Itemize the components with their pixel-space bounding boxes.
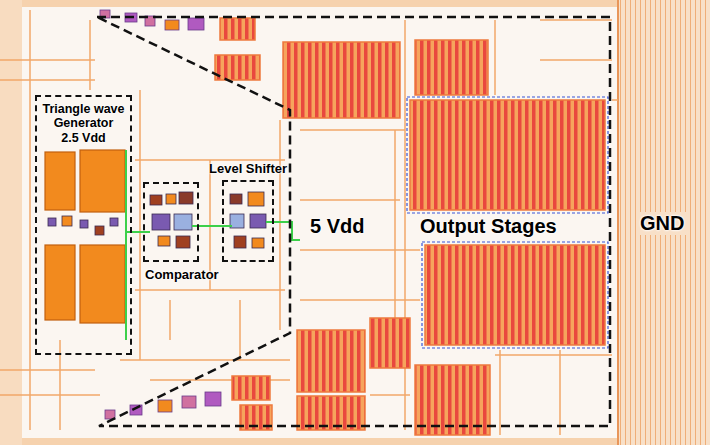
capacitor-block	[80, 150, 125, 212]
metal-wiring	[0, 59, 95, 61]
block-outline: Triangle wave Generator2.5 Vdd	[35, 95, 132, 355]
circuit-devices	[110, 218, 118, 226]
signal-wire	[126, 231, 150, 233]
metal-wiring	[0, 79, 95, 81]
circuit-devices	[234, 236, 246, 248]
block-title: 5 Vdd	[307, 215, 367, 238]
transistor-array	[415, 365, 490, 435]
metal-wiring	[300, 299, 420, 301]
transistor-array	[425, 245, 605, 345]
metal-wiring	[540, 19, 612, 21]
metal-wiring	[0, 369, 95, 371]
transistor-array	[215, 18, 605, 435]
ground	[0, 0, 710, 7]
transistor-array	[415, 40, 488, 95]
circuit-devices	[252, 238, 264, 248]
circuit-devices	[48, 192, 266, 248]
circuit-devices	[150, 195, 162, 205]
guard-ring	[407, 97, 608, 213]
metal-wiring	[495, 354, 612, 356]
circuit-devices	[230, 214, 244, 228]
metal-wiring	[29, 10, 31, 430]
transistor-array	[232, 376, 270, 400]
circuit-devices	[230, 194, 242, 204]
circuit-devices	[95, 226, 104, 235]
transistor-array	[297, 330, 365, 392]
block-title: Comparator	[145, 268, 219, 283]
capacitor-block	[45, 150, 125, 323]
circuit-devices	[158, 236, 170, 246]
metal-wiring	[89, 20, 91, 90]
metal-wiring	[0, 10, 618, 435]
ground	[0, 438, 710, 445]
guard-ring	[407, 97, 608, 348]
metal-wiring	[169, 300, 171, 340]
metal-wiring	[0, 394, 100, 396]
capacitor-block	[80, 245, 125, 323]
signal-wire	[266, 222, 300, 240]
metal-wiring	[394, 130, 396, 320]
circuit-devices	[48, 218, 56, 226]
metal-wiring	[499, 350, 501, 435]
block-title: Triangle wave Generator	[37, 102, 130, 131]
circuit-devices	[152, 214, 170, 230]
transistor-array	[215, 55, 260, 80]
metal-wiring	[370, 394, 410, 396]
metal-wiring	[300, 249, 420, 251]
metal-wiring	[300, 199, 400, 201]
metal-wiring	[494, 20, 496, 95]
block-outline: Level Shifter	[222, 180, 274, 262]
block-label: Output Stages	[417, 215, 560, 238]
capacitor-block	[45, 152, 75, 210]
metal-wiring	[120, 359, 290, 361]
circuit-devices	[176, 236, 190, 248]
transistor-array	[283, 42, 400, 118]
ground	[617, 0, 619, 445]
small-devices	[188, 18, 204, 30]
block-title: Level Shifter	[209, 162, 287, 177]
guard-ring	[422, 242, 608, 348]
metal-wiring	[300, 129, 405, 131]
small-devices	[165, 20, 179, 30]
circuit-devices	[248, 192, 264, 206]
transistor-array	[220, 18, 255, 40]
signal-wire	[126, 150, 300, 340]
transistor-array	[370, 318, 410, 368]
capacitor-block	[45, 245, 75, 320]
metal-wiring	[540, 59, 612, 61]
small-devices	[158, 400, 172, 412]
metal-wiring	[279, 120, 281, 330]
circuit-devices	[174, 214, 192, 230]
ground	[0, 0, 22, 445]
circuit-devices	[250, 214, 266, 228]
small-devices	[205, 392, 221, 406]
transistor-array	[410, 100, 605, 210]
block-label: 2.5 Vdd	[37, 131, 130, 145]
signal-wire	[125, 150, 127, 340]
metal-wiring	[139, 90, 141, 360]
metal-wiring	[612, 99, 618, 101]
metal-wiring	[559, 350, 561, 435]
region-border	[97, 17, 610, 426]
net-label: GND	[637, 212, 687, 235]
small-devices	[182, 396, 196, 408]
circuit-devices	[179, 192, 193, 204]
circuit-devices	[80, 220, 88, 228]
region-outline: 5 Vdd Output Stages	[95, 15, 612, 428]
metal-wiring	[239, 300, 241, 360]
circuit-devices	[62, 216, 72, 226]
small-devices	[100, 10, 221, 419]
block-outline: Comparator	[143, 182, 199, 262]
ground	[618, 0, 710, 445]
circuit-devices	[166, 194, 176, 204]
